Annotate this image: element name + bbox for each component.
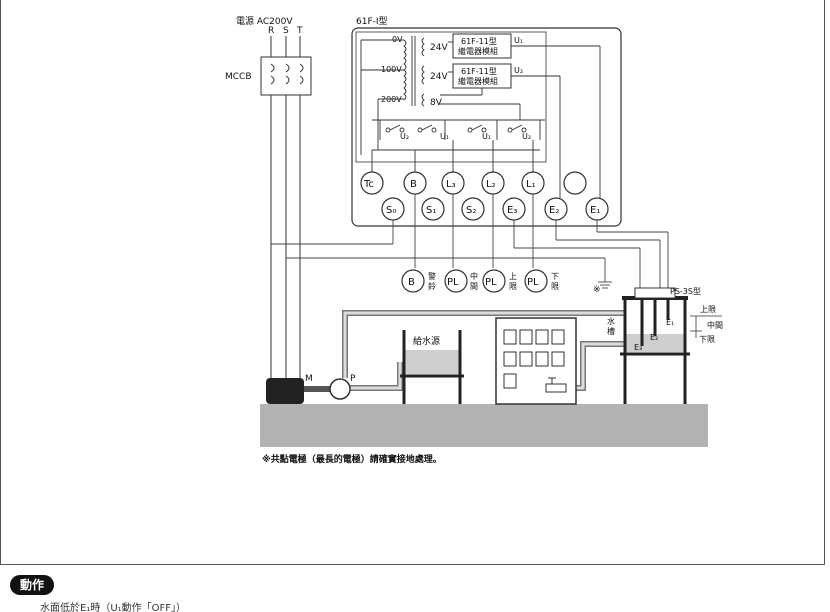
u2-output-label: U₂ xyxy=(514,66,523,75)
internal-circuit-frame xyxy=(355,31,547,163)
middle-level-label: 中間 xyxy=(707,320,723,330)
bell-label: B xyxy=(408,277,415,288)
model-label: 61F-I型 xyxy=(356,16,388,27)
pump xyxy=(329,378,351,400)
ground-mark: ※ xyxy=(593,285,601,295)
contact-u2-b: U₂ xyxy=(522,132,531,141)
supply-tank-stand xyxy=(400,330,464,404)
lamp-middle xyxy=(444,269,468,293)
terminal-l1-label: L₁ xyxy=(526,179,536,190)
tank-label-1: 水 xyxy=(607,316,615,326)
terminal-blank xyxy=(563,171,587,195)
motor-label: M xyxy=(305,374,313,384)
relay2-model: 61F-11型 xyxy=(461,67,497,76)
mccb-label: MCCB xyxy=(225,72,252,82)
contact-u2-a: U₂ xyxy=(400,132,409,141)
relay-contacts xyxy=(372,119,545,151)
v8-label: 8V xyxy=(430,98,443,108)
motor-shaft xyxy=(304,386,334,392)
external-devices xyxy=(401,269,548,293)
lower-text-2: 限 xyxy=(551,282,559,291)
v200-label: 200V xyxy=(381,95,402,104)
supply-tank-label: 給水源 xyxy=(413,335,440,347)
lamp-upper xyxy=(482,269,506,293)
terminal-s0-label: S₀ xyxy=(386,205,396,216)
electrode-e1-label: E₁ xyxy=(666,318,674,327)
relay2-name: 繼電器模組 xyxy=(458,76,498,86)
section-first-line: 水面低於E₁時（U₁動作「OFF」） xyxy=(40,603,187,612)
electrode-e3-label: E₃ xyxy=(634,343,642,352)
v0-label: 0V xyxy=(392,35,403,44)
relay1-model: 61F-11型 xyxy=(461,37,497,46)
tank-stand xyxy=(620,300,690,404)
relay1-name: 繼電器模組 xyxy=(458,46,498,56)
tank-label-2: 槽 xyxy=(607,326,615,336)
transformer-primary xyxy=(360,36,425,155)
phase-s-label: S xyxy=(283,26,289,36)
contact-u1-a: U₁ xyxy=(440,132,449,141)
terminals-bottom-row xyxy=(381,197,609,221)
mccb-contacts xyxy=(270,63,304,85)
contact-u1-b: U₁ xyxy=(482,132,491,141)
terminal-e3-label: E₃ xyxy=(507,205,517,216)
middle-text-1: 中 xyxy=(470,271,478,281)
ps3s-label: PS-3S型 xyxy=(670,287,701,296)
diagram-frame xyxy=(0,0,825,565)
upper-text-1: 上 xyxy=(509,272,517,281)
terminal-l3-label: L₃ xyxy=(446,179,456,190)
terminal-s1 xyxy=(421,197,445,221)
electrode-e2-label: E₂ xyxy=(650,333,658,342)
lamp-lower xyxy=(524,269,548,293)
v24-a-label: 24V xyxy=(430,43,448,53)
grounding-note: ※共點電極（最長的電極）請確實接地處理。 xyxy=(262,453,442,465)
phase-r-label: R xyxy=(268,26,274,36)
lower-level-label: 下限 xyxy=(699,335,715,344)
v24-b-label: 24V xyxy=(430,72,448,82)
external-wiring xyxy=(271,194,669,298)
electrodes xyxy=(640,300,670,346)
supply-label: 電源 AC200V xyxy=(236,16,293,27)
u1-output-label: U₁ xyxy=(514,36,523,45)
terminal-tc-label: Tc xyxy=(363,179,374,190)
upper-level-label: 上限 xyxy=(700,305,716,314)
terminal-internal-wiring xyxy=(371,140,534,172)
terminals-top-row xyxy=(360,171,587,195)
middle-text-2: 間 xyxy=(470,282,478,291)
upper-text-2: 限 xyxy=(509,282,517,291)
terminal-s1-label: S₁ xyxy=(426,205,436,216)
phase-t-label: T xyxy=(296,26,303,36)
tank-water xyxy=(625,334,685,352)
lamp-upper-label: PL xyxy=(485,277,497,288)
pump-label: P xyxy=(350,374,356,384)
electrode-holder xyxy=(634,287,676,299)
alarm-text-2: 鈴 xyxy=(428,281,436,291)
terminal-e1-label: E₁ xyxy=(590,205,600,216)
motor xyxy=(266,378,304,404)
alarm-bell xyxy=(401,269,425,293)
lamp-lower-label: PL xyxy=(527,277,539,288)
water-pipes xyxy=(342,310,640,391)
terminal-s2 xyxy=(461,197,485,221)
section-badge: 動作 xyxy=(10,575,55,595)
terminal-e2-label: E₂ xyxy=(549,205,559,216)
building-windows xyxy=(503,329,565,389)
v100-label: 100V xyxy=(381,65,402,74)
lamp-middle-label: PL xyxy=(447,277,459,288)
terminal-s2-label: S₂ xyxy=(466,205,476,216)
lower-text-1: 下 xyxy=(551,272,559,281)
ground-slab xyxy=(260,404,708,447)
terminal-tc xyxy=(360,171,384,195)
terminal-l2-label: L₂ xyxy=(486,179,496,190)
alarm-text-1: 警 xyxy=(428,271,436,281)
supply-water xyxy=(404,350,460,374)
relay-wiring xyxy=(440,41,601,198)
level-lines xyxy=(690,315,722,338)
terminal-b-label: B xyxy=(410,179,417,190)
faucet xyxy=(545,377,567,393)
